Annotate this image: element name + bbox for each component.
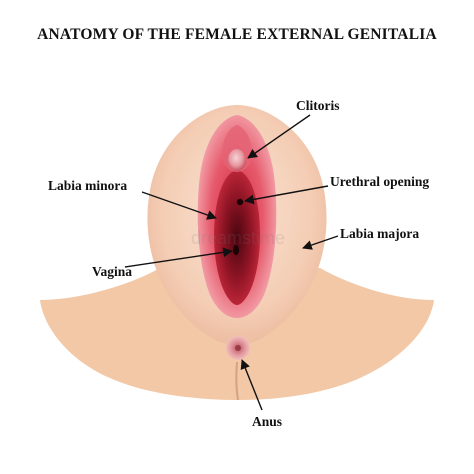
diagram-title: ANATOMY OF THE FEMALE EXTERNAL GENITALIA — [37, 26, 437, 43]
pointer-labia-majora — [302, 235, 339, 250]
pointer-urethral-opening — [244, 185, 329, 205]
watermark: dreamstime — [190, 228, 286, 248]
gluteal-cleft — [235, 361, 239, 401]
label-labia-minora: Labia minora — [48, 178, 128, 193]
pointer-labia-minora — [141, 191, 217, 220]
label-urethral-opening: Urethral opening — [330, 174, 430, 189]
vaginal-opening-dot — [233, 245, 239, 255]
pointer-clitoris — [247, 114, 311, 159]
anus-center — [235, 345, 241, 351]
label-clitoris: Clitoris — [296, 98, 340, 113]
pointer-anus — [240, 359, 263, 411]
clitoris-shape — [228, 149, 246, 171]
label-labia-majora: Labia majora — [340, 226, 420, 241]
label-vagina: Vagina — [92, 264, 133, 279]
pointer-vagina — [124, 247, 233, 268]
urethral-opening-dot — [236, 198, 244, 206]
label-anus: Anus — [252, 414, 283, 429]
